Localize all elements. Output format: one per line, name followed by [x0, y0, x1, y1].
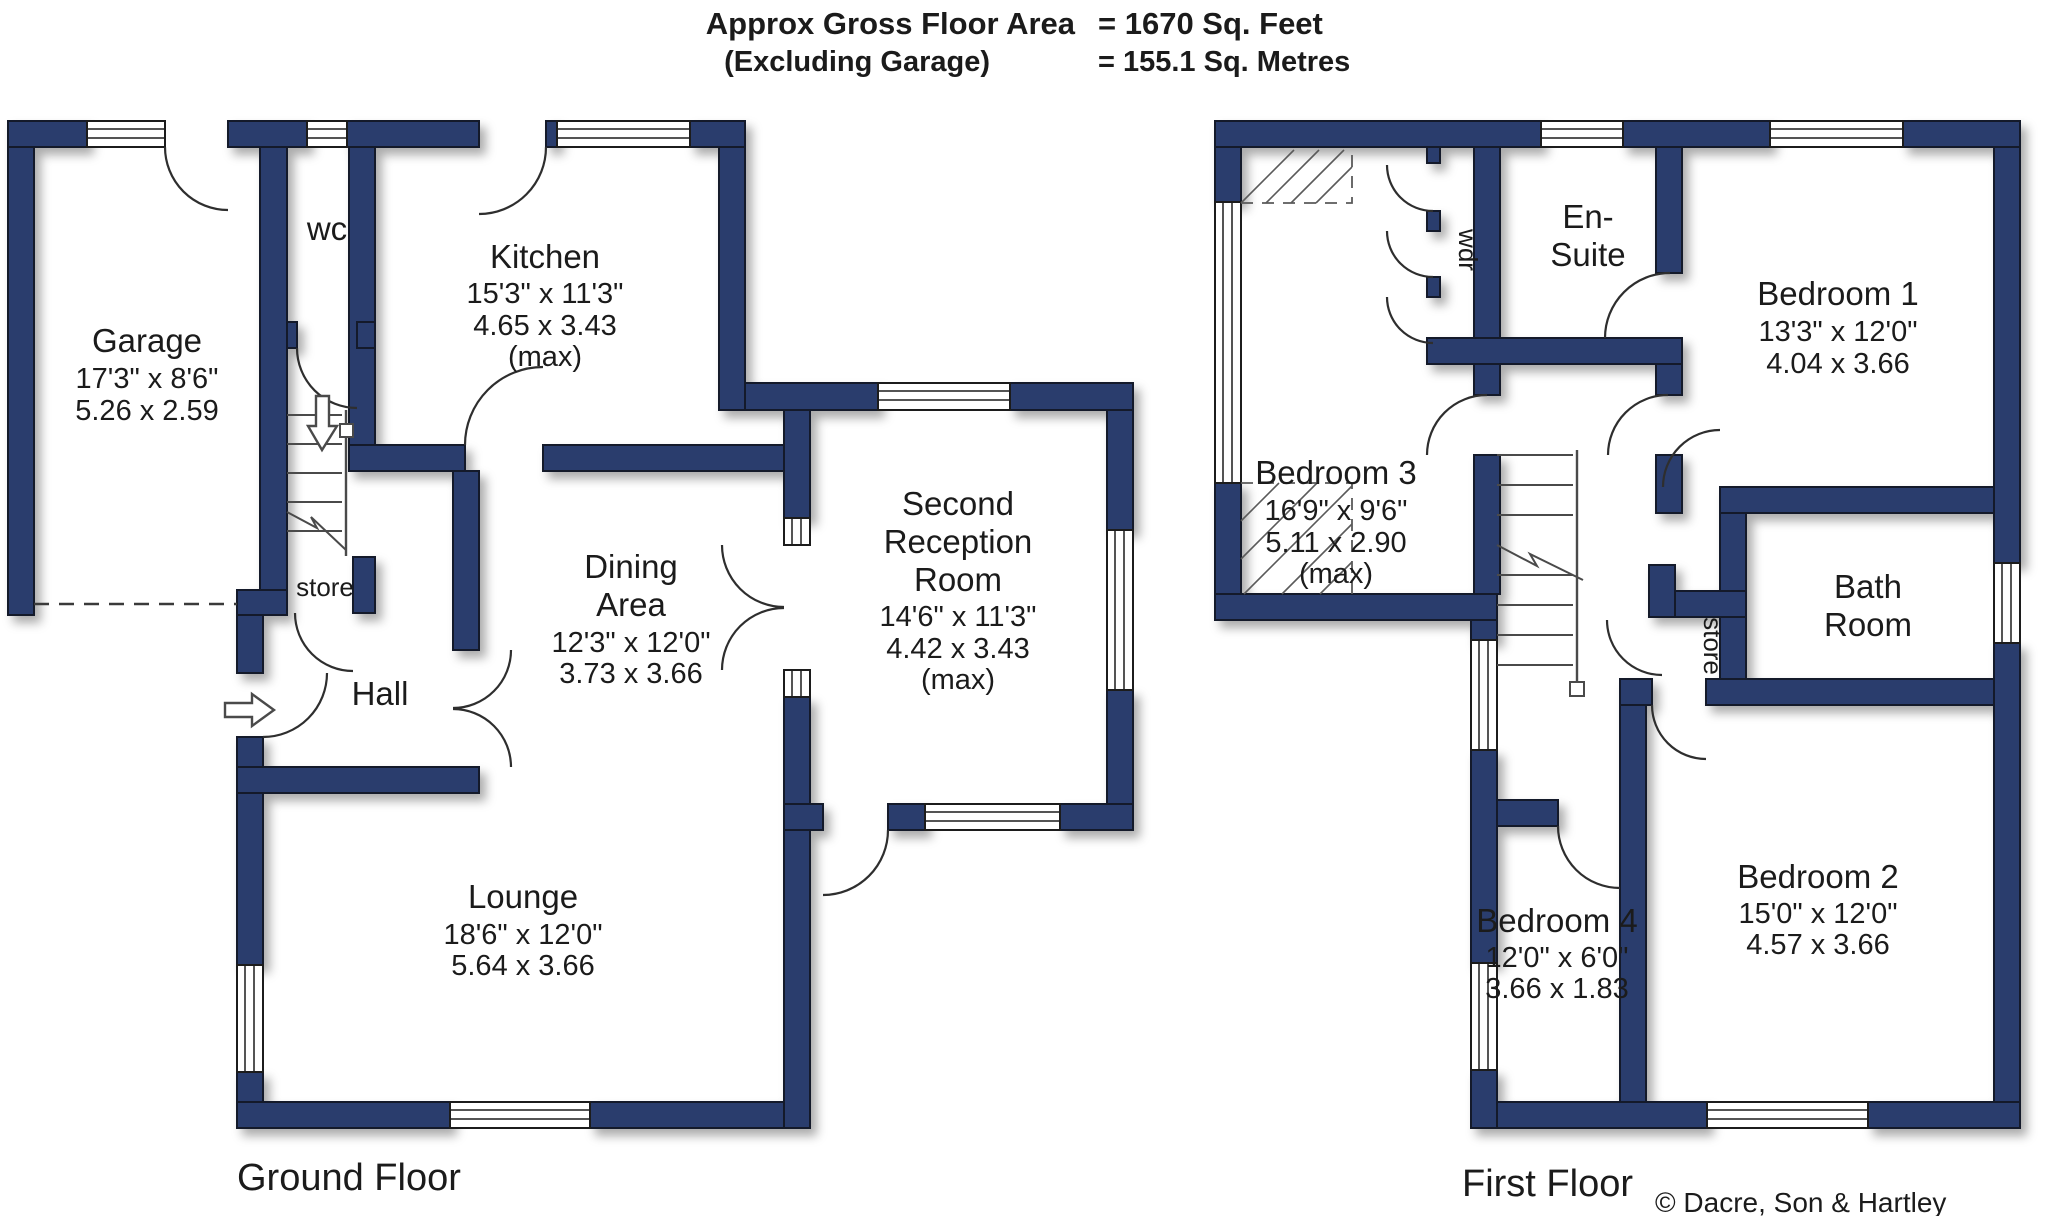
header-garage-label: (Excluding Garage) [724, 46, 990, 78]
room-dim-garage-metric: 5.26 x 2.59 [75, 395, 219, 427]
room-label-dining-2: Area [596, 586, 666, 623]
room-label-bedroom3: Bedroom 3 [1255, 454, 1416, 491]
room-label-store-ground: store [296, 572, 354, 602]
room-label-bathroom-1: Bath [1834, 568, 1902, 605]
room-label-ensuite-1: En- [1562, 198, 1613, 235]
ground-floor-walls [7, 120, 1134, 1129]
room-label-garage: Garage [92, 322, 202, 359]
first-floor-title: First Floor [1462, 1163, 1633, 1205]
room-label-dining-1: Dining [584, 548, 678, 585]
room-label-bedroom1: Bedroom 1 [1757, 275, 1918, 312]
ground-floor-title: Ground Floor [237, 1157, 461, 1199]
room-dim-kitchen-max: (max) [508, 341, 582, 373]
room-label-bedroom2: Bedroom 2 [1737, 858, 1898, 895]
room-dim-kitchen-imperial: 15'3" x 11'3" [467, 278, 624, 310]
room-label-reception-1: Second [902, 485, 1014, 522]
sloped-ceiling-hatch-bottom [1240, 482, 1353, 595]
room-dim-dining-metric: 3.73 x 3.66 [559, 658, 703, 690]
room-dim-reception-max: (max) [921, 664, 995, 696]
room-dim-dining-imperial: 12'3" x 12'0" [551, 627, 710, 659]
room-label-bathroom-2: Room [1824, 606, 1912, 643]
room-dim-bedroom3-imperial: 16'9" x 9'6" [1265, 495, 1408, 527]
room-dim-garage-imperial: 17'3" x 8'6" [76, 363, 219, 395]
room-label-wdr: wdr [1453, 228, 1483, 271]
ground-floor-stairs [286, 394, 354, 556]
room-dim-reception-metric: 4.42 x 3.43 [886, 633, 1030, 665]
room-dim-bedroom2-metric: 4.57 x 3.66 [1746, 929, 1890, 961]
first-floor-plan: Bedroom 3 16'9" x 9'6" 5.11 x 2.90 (max)… [1214, 120, 2021, 1205]
first-floor-windows [1214, 120, 2021, 1129]
entry-arrow-icon [223, 691, 277, 729]
room-label-ensuite-2: Suite [1550, 236, 1625, 273]
header: Approx Gross Floor Area = 1670 Sq. Feet … [706, 6, 1350, 78]
first-floor-stairs [1496, 450, 1585, 697]
room-label-wc: wc [306, 210, 347, 247]
room-dim-bedroom3-max: (max) [1299, 558, 1373, 590]
room-label-reception-2: Reception [884, 523, 1033, 560]
room-dim-bedroom1-metric: 4.04 x 3.66 [1766, 348, 1910, 380]
room-label-hall: Hall [352, 675, 409, 712]
room-dim-lounge-metric: 5.64 x 3.66 [451, 950, 595, 982]
ground-floor-windows [86, 120, 1134, 1129]
room-label-kitchen: Kitchen [490, 238, 600, 275]
room-dim-bedroom3-metric: 5.11 x 2.90 [1265, 527, 1406, 559]
stairs-down-arrow-icon [305, 394, 340, 453]
header-garage-value: = 155.1 Sq. Metres [1098, 46, 1350, 78]
header-area-label: Approx Gross Floor Area [706, 6, 1076, 41]
room-label-lounge: Lounge [468, 878, 578, 915]
header-area-value: = 1670 Sq. Feet [1098, 6, 1323, 41]
room-dim-bedroom2-imperial: 15'0" x 12'0" [1738, 898, 1897, 930]
first-floor-labels: Bedroom 3 16'9" x 9'6" 5.11 x 2.90 (max)… [1255, 198, 1918, 1205]
first-floor-walls [1214, 120, 2021, 1129]
ground-floor-plan: Garage 17'3" x 8'6" 5.26 x 2.59 wc Kitch… [7, 120, 1134, 1199]
room-dim-reception-imperial: 14'6" x 11'3" [880, 601, 1037, 633]
first-floor-doors [1385, 164, 1721, 890]
room-label-store-first: store [1698, 617, 1728, 675]
room-label-bedroom4: Bedroom 4 [1476, 902, 1637, 939]
copyright-text: © Dacre, Son & Hartley [1655, 1187, 1946, 1216]
room-dim-kitchen-metric: 4.65 x 3.43 [473, 310, 617, 342]
room-dim-bedroom4-imperial: 12'0" x 6'0" [1486, 942, 1629, 974]
room-label-reception-3: Room [914, 561, 1002, 598]
room-dim-lounge-imperial: 18'6" x 12'0" [443, 919, 602, 951]
room-dim-bedroom4-metric: 3.66 x 1.83 [1485, 973, 1629, 1005]
sloped-ceiling-hatch-top [1240, 149, 1353, 204]
ground-floor-labels: Garage 17'3" x 8'6" 5.26 x 2.59 wc Kitch… [75, 210, 1036, 1199]
ground-floor-doors [163, 146, 890, 897]
room-dim-bedroom1-imperial: 13'3" x 12'0" [1758, 316, 1917, 348]
